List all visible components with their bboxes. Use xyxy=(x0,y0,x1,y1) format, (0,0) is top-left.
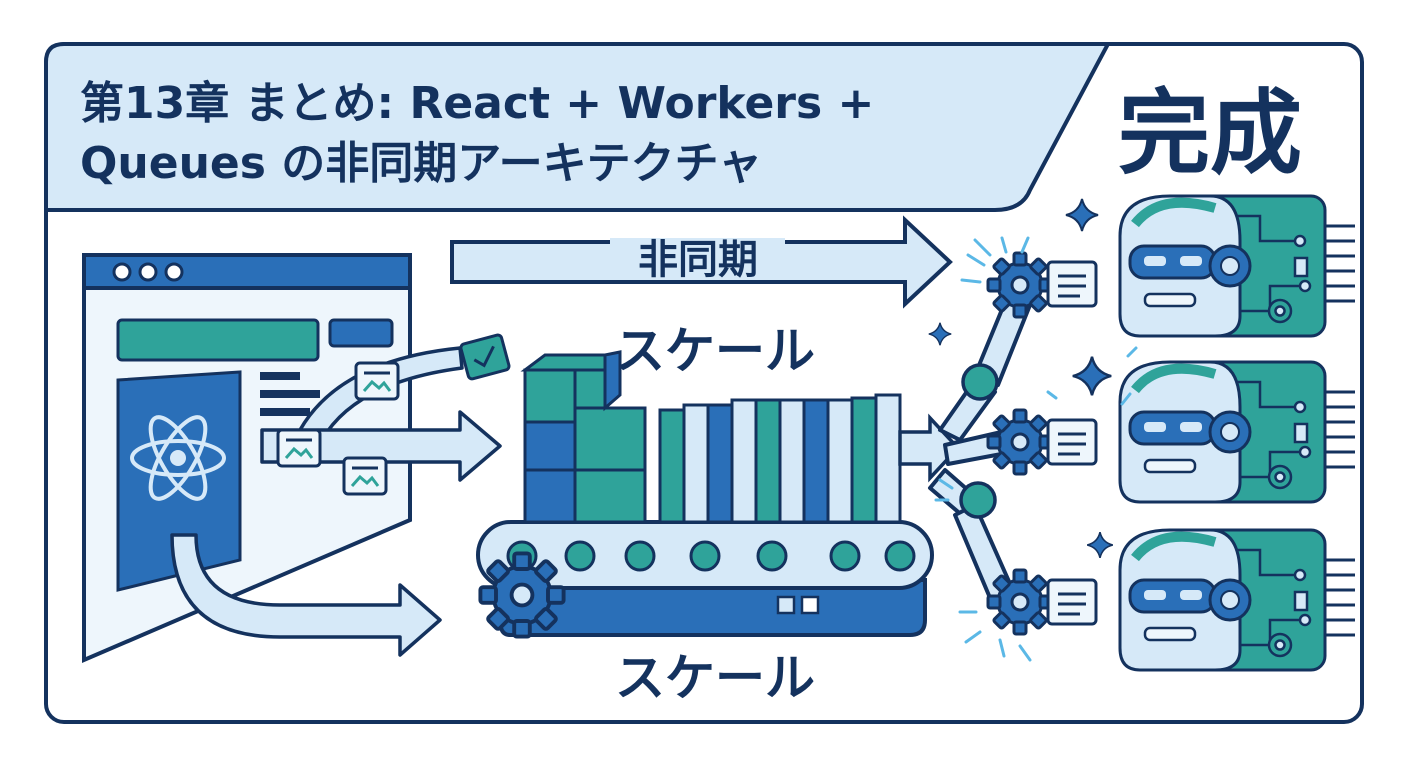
scale-label-bottom: スケール xyxy=(615,649,815,707)
gear-icon xyxy=(478,551,566,639)
robot-worker-icon xyxy=(1120,530,1355,670)
chapter-title-line1: 第13章 まとめ: React + Workers + xyxy=(80,78,874,129)
gear-icon xyxy=(986,568,1054,636)
completion-badge: 完成 xyxy=(1118,80,1302,187)
message-card xyxy=(354,361,400,401)
async-label: 非同期 xyxy=(638,237,758,283)
browser-window-icon xyxy=(82,253,412,664)
robot-worker-icon xyxy=(1120,196,1355,336)
async-arrow: 非同期 xyxy=(450,215,953,309)
scale-label-top: スケール xyxy=(615,322,815,380)
gear-icon xyxy=(986,408,1054,476)
message-card xyxy=(276,428,322,468)
motion-ticks xyxy=(934,236,1138,662)
react-atom-icon xyxy=(130,415,226,501)
chapter-title-line2: Queues の非同期アーキテクチャ xyxy=(80,138,762,189)
arm-joints xyxy=(959,363,999,519)
queue-conveyor-icon xyxy=(476,350,934,637)
header-band xyxy=(44,42,1112,212)
message-card-done xyxy=(459,333,511,381)
message-card xyxy=(342,456,388,496)
robot-worker-icon xyxy=(1120,362,1355,502)
gear-icon xyxy=(986,251,1054,319)
